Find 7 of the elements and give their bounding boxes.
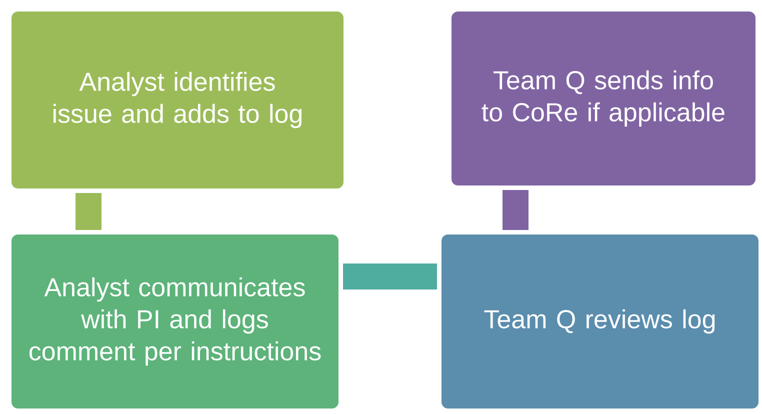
connector-bar [76,193,102,230]
connector-bar [502,190,528,230]
connector-bar [343,263,437,290]
process-box: Analyst communicates with PI and logs comment per instructions [8,232,342,412]
process-box: Team Q reviews log [438,232,762,412]
process-box: Team Q sends info to CoRe if applicable [448,8,758,188]
process-box: Analyst identifies issue and adds to log [8,8,346,192]
